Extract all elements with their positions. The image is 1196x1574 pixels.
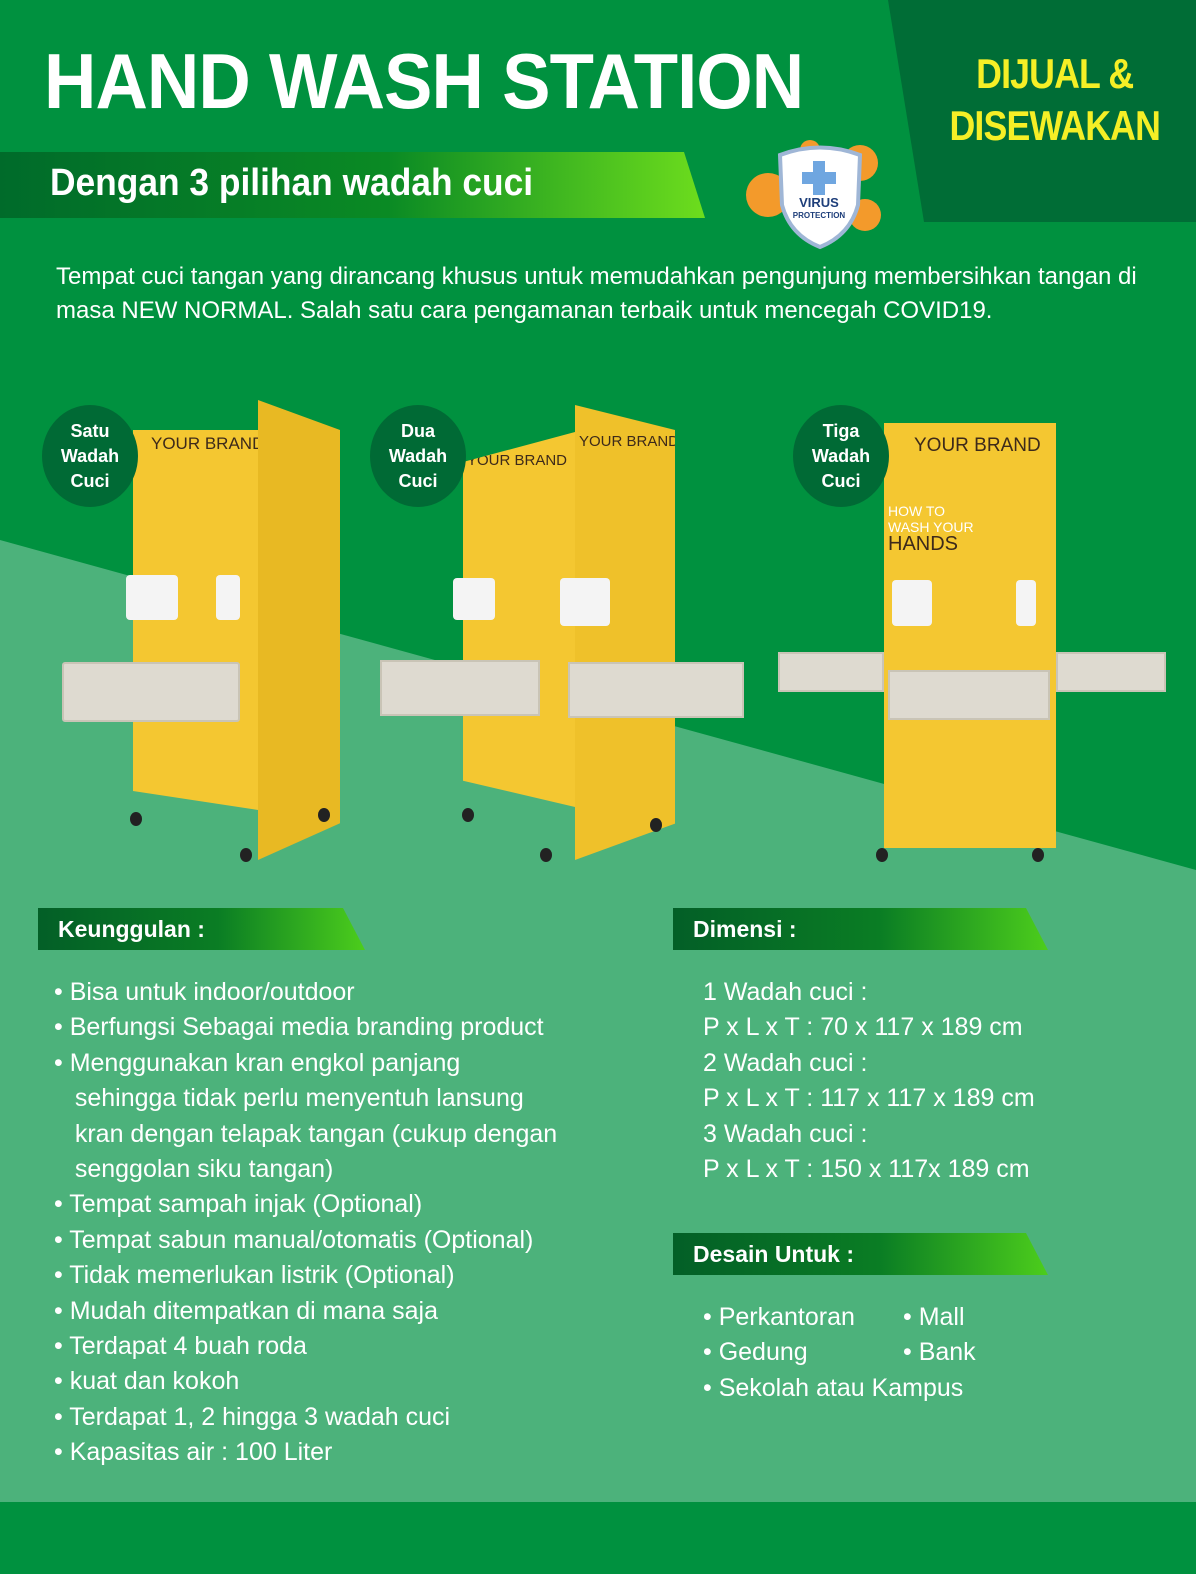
poster-line1: HOW TO xyxy=(888,503,946,519)
station-3: YOUR BRAND HOW TO WASH YOUR HANDS xyxy=(884,423,1056,848)
sale-corner: DIJUAL & DISEWAKAN xyxy=(888,0,1196,222)
footer-band xyxy=(0,1502,1196,1574)
list-item: • Terdapat 1, 2 hingga 3 wadah cuci xyxy=(54,1402,451,1431)
list-item: • Mudah ditempatkan di mana saja xyxy=(54,1296,438,1325)
wheel xyxy=(462,808,474,822)
badge-line: Satu xyxy=(70,421,110,441)
sink xyxy=(62,662,240,722)
brand-label: YOUR BRAND xyxy=(151,434,265,453)
brand-label: YOUR BRAND xyxy=(467,452,568,469)
brand-label: YOUR BRAND xyxy=(579,433,680,450)
towel-dispenser xyxy=(126,575,178,620)
poster-line3: HANDS xyxy=(888,533,959,555)
soap-dispenser xyxy=(1016,580,1036,626)
badge-line: Wadah xyxy=(811,446,871,466)
badge-line: Wadah xyxy=(388,446,448,466)
virus-protection-icon: VIRUS PROTECTION xyxy=(746,140,881,250)
badge-line: Cuci xyxy=(70,471,110,491)
dimensi-header: Dimensi : xyxy=(673,908,1048,950)
sink xyxy=(778,652,884,692)
list-item: P x L x T : 150 x 117x 189 cm xyxy=(703,1155,1030,1184)
keunggulan-header: Keunggulan : xyxy=(38,908,365,950)
poster-line2: WASH YOUR xyxy=(888,519,974,535)
list-item: P x L x T : 117 x 117 x 189 cm xyxy=(703,1084,1035,1113)
wheel xyxy=(540,848,552,862)
list-item: sehingga tidak perlu menyentuh lansung xyxy=(54,1084,524,1113)
list-item: • Gedung xyxy=(703,1338,808,1367)
list-item: kran dengan telapak tangan (cukup dengan xyxy=(54,1119,558,1148)
list-item: • Menggunakan kran engkol panjang xyxy=(54,1048,461,1077)
badge-line: Cuci xyxy=(398,471,438,491)
list-item: 1 Wadah cuci : xyxy=(703,978,868,1006)
badge-line: Tiga xyxy=(822,421,860,441)
badge-line: Cuci xyxy=(821,471,861,491)
list-item: P x L x T : 70 x 117 x 189 cm xyxy=(703,1013,1023,1042)
list-item: • Berfungsi Sebagai media branding produ… xyxy=(54,1013,544,1042)
sink xyxy=(888,670,1050,720)
keunggulan-list: • Bisa untuk indoor/outdoor • Berfungsi S… xyxy=(54,975,557,1471)
list-item: • Bisa untuk indoor/outdoor xyxy=(54,978,355,1006)
station-2-right: YOUR BRAND xyxy=(575,405,675,860)
list-item: • Kapasitas air : 100 Liter xyxy=(54,1438,333,1467)
wheel xyxy=(240,848,252,862)
desain-header: Desain Untuk : xyxy=(673,1233,1048,1275)
dimensi-list: 1 Wadah cuci : P x L x T : 70 x 117 x 189… xyxy=(703,975,1035,1187)
subtitle: Dengan 3 pilihan wadah cuci xyxy=(50,162,534,204)
list-item: 2 Wadah cuci : xyxy=(703,1048,868,1077)
list-item: • Perkantoran xyxy=(703,1303,855,1331)
towel-dispenser xyxy=(453,578,495,620)
list-item: • kuat dan kokoh xyxy=(54,1367,240,1396)
sink xyxy=(1056,652,1166,692)
list-item: • Mall xyxy=(903,1303,965,1331)
list-item: senggolan siku tangan) xyxy=(54,1155,334,1184)
subtitle-bar xyxy=(0,152,705,218)
brand-label: YOUR BRAND xyxy=(914,435,1041,456)
desain-col2: • Mall • Bank xyxy=(903,1300,976,1371)
towel-dispenser xyxy=(892,580,932,626)
wheel xyxy=(876,848,888,862)
badge-line: Wadah xyxy=(60,446,120,466)
soap-dispenser xyxy=(216,575,240,620)
station-1-side xyxy=(258,400,340,860)
corner-line1: DIJUAL & xyxy=(976,50,1134,97)
virus-badge-subtext: PROTECTION xyxy=(793,211,846,220)
intro-text: Tempat cuci tangan yang dirancang khusus… xyxy=(56,263,1137,324)
list-item: • Tidak memerlukan listrik (Optional) xyxy=(54,1261,455,1290)
desain-col1: • Perkantoran • Gedung • Sekolah atau Kamp… xyxy=(703,1300,963,1406)
list-item: • Bank xyxy=(903,1338,976,1367)
wheel xyxy=(318,808,330,822)
list-item: • Sekolah atau Kampus xyxy=(703,1373,964,1402)
sink xyxy=(568,662,744,718)
badge-line: Dua xyxy=(400,421,435,441)
list-item: • Tempat sampah injak (Optional) xyxy=(54,1190,423,1219)
list-item: • Terdapat 4 buah roda xyxy=(54,1332,307,1361)
wheel xyxy=(130,812,142,826)
sink xyxy=(380,660,540,716)
list-item: 3 Wadah cuci : xyxy=(703,1119,868,1148)
virus-badge-text: VIRUS xyxy=(799,195,839,210)
wheel xyxy=(650,818,662,832)
station-1-front: YOUR BRAND xyxy=(133,430,258,810)
towel-dispenser xyxy=(560,578,610,626)
corner-line2: DISEWAKAN xyxy=(949,102,1161,149)
list-item: • Tempat sabun manual/otomatis (Optional… xyxy=(54,1225,534,1254)
wheel xyxy=(1032,848,1044,862)
page-title: HAND WASH STATION xyxy=(44,37,804,125)
